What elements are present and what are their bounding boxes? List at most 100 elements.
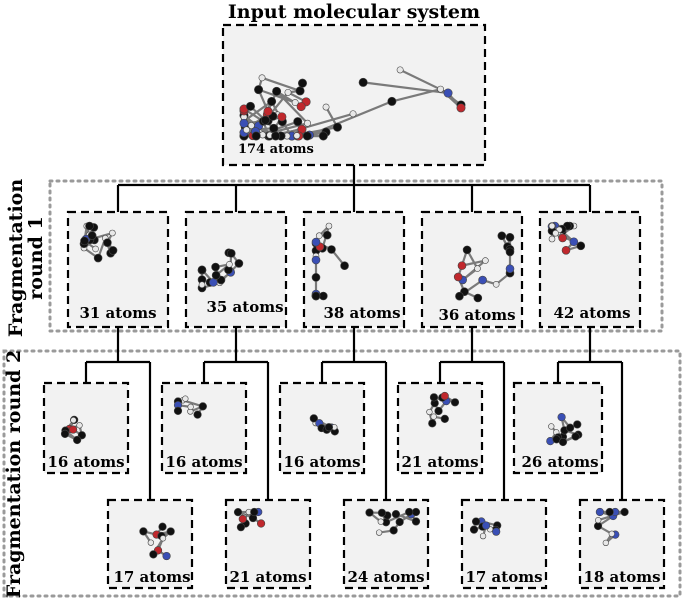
atom bbox=[569, 237, 579, 247]
input-atom-count: 174 atoms bbox=[238, 142, 314, 157]
atom bbox=[293, 117, 303, 127]
atom bbox=[605, 507, 614, 517]
atom bbox=[387, 96, 397, 106]
atom bbox=[76, 422, 83, 429]
atom bbox=[340, 261, 349, 271]
round1-fragment-4: 36 atoms bbox=[420, 210, 524, 329]
atom bbox=[234, 259, 244, 268]
round2-fragment-10: 18 atoms bbox=[578, 498, 666, 590]
atom bbox=[411, 517, 421, 526]
round1-fragment-5: 42 atoms bbox=[538, 210, 642, 329]
atom bbox=[211, 262, 220, 272]
round2-fragment-4: 21 atoms bbox=[396, 381, 484, 475]
fragment-molecule-image bbox=[60, 415, 86, 445]
atom bbox=[319, 291, 328, 301]
atom bbox=[428, 419, 437, 428]
atom bbox=[478, 275, 487, 285]
atom bbox=[455, 291, 464, 301]
atom bbox=[462, 245, 472, 255]
atom bbox=[474, 265, 481, 272]
round1-fragment-1: 31 atoms bbox=[66, 210, 170, 329]
atom bbox=[469, 525, 479, 534]
atom bbox=[149, 550, 158, 559]
fragment-atom-count: 38 atoms bbox=[323, 304, 400, 322]
atom bbox=[473, 293, 483, 303]
atom bbox=[365, 508, 374, 517]
atom bbox=[250, 507, 259, 517]
atom bbox=[576, 241, 586, 251]
atom bbox=[492, 281, 500, 288]
fragment-molecule-image bbox=[593, 507, 629, 547]
atom bbox=[358, 77, 368, 87]
bond bbox=[260, 76, 302, 92]
atom bbox=[73, 435, 82, 445]
atom bbox=[324, 423, 334, 432]
atom bbox=[430, 413, 437, 420]
fragment-molecule-image bbox=[309, 414, 339, 436]
atom bbox=[349, 110, 357, 118]
fragment-atom-count: 26 atoms bbox=[521, 453, 598, 471]
atom bbox=[187, 403, 194, 411]
atom bbox=[233, 508, 243, 517]
atom bbox=[311, 273, 321, 282]
atom bbox=[182, 395, 189, 402]
atom bbox=[558, 437, 568, 447]
atom bbox=[263, 106, 273, 116]
atom bbox=[293, 132, 301, 140]
atom bbox=[159, 535, 167, 542]
atom bbox=[552, 229, 559, 237]
atom bbox=[332, 122, 342, 132]
atom bbox=[247, 122, 255, 129]
atom bbox=[396, 66, 404, 74]
atom bbox=[505, 233, 515, 242]
diagram-title: Input molecular system bbox=[228, 1, 480, 23]
fragment-atom-count: 42 atoms bbox=[553, 304, 630, 322]
atom bbox=[236, 523, 246, 532]
atom bbox=[139, 527, 148, 536]
atom bbox=[492, 527, 501, 536]
atom bbox=[309, 414, 318, 423]
atom bbox=[456, 103, 466, 113]
round2-fragment-1: 16 atoms bbox=[42, 381, 130, 475]
atom bbox=[482, 257, 489, 264]
atom bbox=[481, 521, 491, 530]
atom bbox=[297, 78, 307, 88]
atom bbox=[595, 507, 604, 517]
atom bbox=[68, 425, 78, 434]
input-system-box: 174 atoms bbox=[221, 23, 487, 167]
round2-label: Fragmentation round 2 bbox=[3, 350, 25, 598]
fragment-atom-count: 16 atoms bbox=[47, 453, 124, 471]
atom bbox=[327, 245, 336, 254]
atom bbox=[193, 410, 202, 419]
atom bbox=[256, 519, 266, 528]
atom bbox=[437, 85, 445, 93]
fragment-atom-count: 17 atoms bbox=[113, 568, 190, 586]
fragment-molecule-image bbox=[426, 391, 460, 428]
fragment-molecule-image bbox=[173, 395, 207, 419]
tree-connectors bbox=[84, 165, 624, 500]
atom bbox=[272, 86, 282, 96]
atom bbox=[109, 229, 116, 237]
fragment-molecule-image bbox=[546, 413, 583, 447]
atom bbox=[405, 507, 414, 517]
fragment-molecule-image bbox=[453, 231, 515, 303]
atom bbox=[277, 112, 287, 122]
atom bbox=[505, 264, 515, 274]
fragment-molecule-image bbox=[365, 507, 421, 536]
atom bbox=[291, 99, 299, 107]
atom bbox=[147, 539, 154, 546]
atom bbox=[295, 86, 305, 96]
atom bbox=[304, 119, 311, 127]
atom bbox=[211, 270, 221, 280]
atom bbox=[267, 96, 277, 106]
atom bbox=[311, 291, 321, 301]
atom bbox=[315, 232, 323, 240]
atom bbox=[325, 222, 333, 230]
atom bbox=[595, 517, 602, 524]
atom bbox=[197, 265, 207, 275]
atom bbox=[548, 235, 556, 243]
atom bbox=[505, 247, 515, 257]
atom bbox=[108, 246, 118, 255]
atom bbox=[571, 432, 580, 441]
